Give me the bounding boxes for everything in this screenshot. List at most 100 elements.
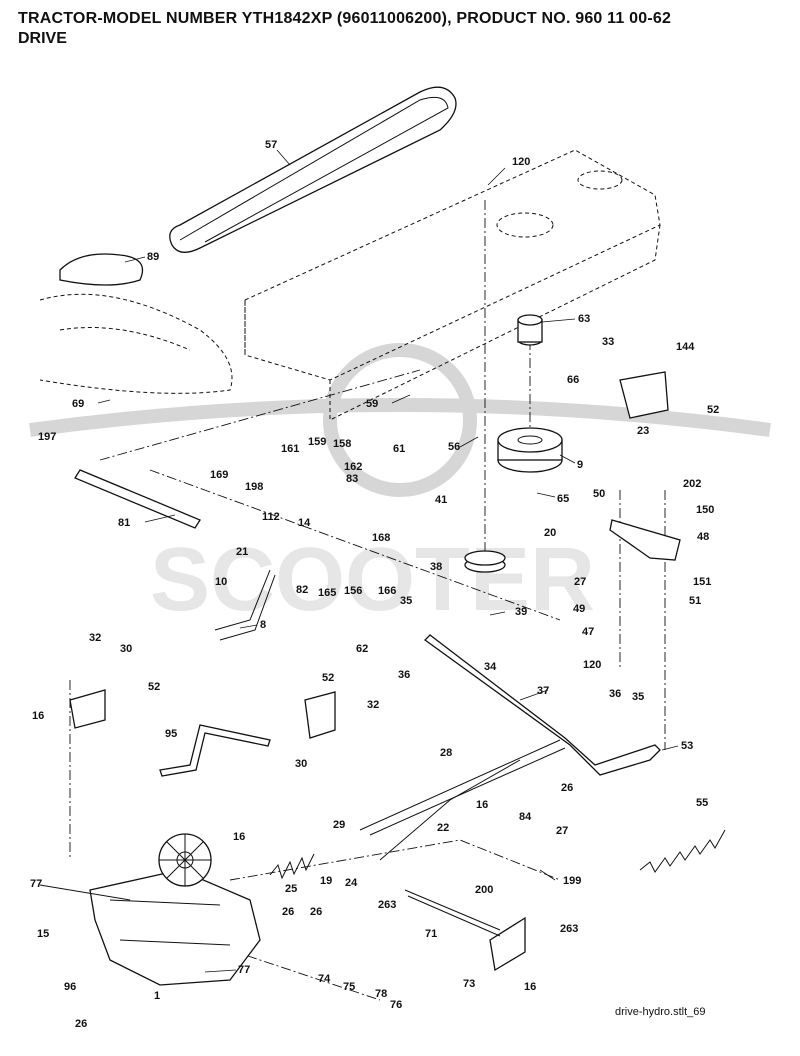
idler-arm <box>609 519 681 561</box>
label-63: 63 <box>578 313 590 325</box>
label-32-mid: 32 <box>367 699 379 711</box>
label-49: 49 <box>573 603 585 615</box>
label-199: 199 <box>563 875 581 887</box>
label-16-mid: 16 <box>476 799 488 811</box>
label-32: 32 <box>89 632 101 644</box>
label-48: 48 <box>697 531 709 543</box>
label-162: 162 <box>344 461 362 473</box>
label-26-d: 26 <box>75 1018 87 1030</box>
label-84: 84 <box>519 811 532 823</box>
label-37: 37 <box>537 685 549 697</box>
label-75: 75 <box>343 981 355 993</box>
label-202: 202 <box>683 478 701 490</box>
label-14: 14 <box>298 517 311 529</box>
label-89: 89 <box>147 251 159 263</box>
fender <box>39 293 233 394</box>
label-27: 27 <box>574 576 586 588</box>
label-74: 74 <box>318 973 331 985</box>
label-156: 156 <box>344 585 362 597</box>
pedal-rod <box>159 724 271 777</box>
leader-lines <box>97 149 679 973</box>
label-1: 1 <box>154 990 160 1002</box>
label-168: 168 <box>372 532 390 544</box>
label-26-b: 26 <box>282 906 294 918</box>
label-198: 198 <box>245 481 263 493</box>
label-71: 71 <box>425 928 437 940</box>
label-150: 150 <box>696 504 714 516</box>
label-30: 30 <box>120 643 132 655</box>
label-77: 77 <box>30 878 42 890</box>
label-26: 26 <box>561 782 573 794</box>
label-56: 56 <box>448 441 460 453</box>
label-38: 38 <box>430 561 442 573</box>
label-55: 55 <box>696 797 708 809</box>
label-19: 19 <box>320 875 332 887</box>
label-23: 23 <box>637 425 649 437</box>
label-36: 36 <box>398 669 410 681</box>
label-78: 78 <box>375 988 387 1000</box>
label-52: 52 <box>707 404 719 416</box>
label-61: 61 <box>393 443 405 455</box>
label-169: 169 <box>210 469 228 481</box>
label-65: 65 <box>557 493 569 505</box>
bracket <box>619 371 669 419</box>
label-161: 161 <box>281 443 299 455</box>
rod-22 <box>379 759 521 861</box>
label-34: 34 <box>484 661 497 673</box>
label-120: 120 <box>512 156 530 168</box>
drive-belt <box>169 86 457 253</box>
label-39: 39 <box>515 606 527 618</box>
shaft <box>74 469 201 529</box>
label-120-lower: 120 <box>583 659 601 671</box>
link-71 <box>404 889 501 937</box>
page-title: TRACTOR-MODEL NUMBER YTH1842XP (96011006… <box>18 10 672 27</box>
label-35-right: 35 <box>632 691 644 703</box>
file-reference: drive-hydro.stlt_69 <box>615 1006 706 1018</box>
label-15: 15 <box>37 928 49 940</box>
label-29: 29 <box>333 819 345 831</box>
part-number-labels: 57 120 89 63 33 144 69 59 66 52 23 197 6… <box>30 139 719 1030</box>
assembly-centerlines <box>69 200 666 1001</box>
label-95: 95 <box>165 728 177 740</box>
label-62: 62 <box>356 643 368 655</box>
label-165: 165 <box>318 587 336 599</box>
label-52-mid: 52 <box>322 672 334 684</box>
label-16: 16 <box>32 710 44 722</box>
label-96: 96 <box>64 981 76 993</box>
bracket-30a <box>69 689 106 729</box>
label-76: 76 <box>390 999 402 1011</box>
label-158: 158 <box>333 438 351 450</box>
label-16-right: 16 <box>524 981 536 993</box>
label-82: 82 <box>296 584 308 596</box>
label-73: 73 <box>463 978 475 990</box>
label-159: 159 <box>308 436 326 448</box>
bracket-73 <box>489 916 526 972</box>
label-77-lower: 77 <box>238 964 250 976</box>
label-41: 41 <box>435 494 447 506</box>
label-166: 166 <box>378 585 396 597</box>
label-151: 151 <box>693 576 711 588</box>
label-263-right: 263 <box>560 923 578 935</box>
section-title: DRIVE <box>18 30 67 47</box>
label-33: 33 <box>602 336 614 348</box>
spring <box>639 829 726 873</box>
label-20: 20 <box>544 527 556 539</box>
label-25: 25 <box>285 883 297 895</box>
lever <box>214 569 276 641</box>
label-81: 81 <box>118 517 130 529</box>
label-144: 144 <box>676 341 695 353</box>
electric-clutch <box>497 427 563 473</box>
label-30-mid: 30 <box>295 758 307 770</box>
label-22: 22 <box>437 822 449 834</box>
bracket-30b <box>304 691 336 739</box>
label-263: 263 <box>378 899 396 911</box>
scooter-watermark: SCOOTER <box>29 343 771 630</box>
engine-pulley <box>517 314 543 346</box>
label-112: 112 <box>262 511 280 523</box>
label-197: 197 <box>38 431 56 443</box>
label-53: 53 <box>681 740 693 752</box>
label-27-lower: 27 <box>556 825 568 837</box>
label-52-left: 52 <box>148 681 160 693</box>
rod-28 <box>359 739 566 836</box>
